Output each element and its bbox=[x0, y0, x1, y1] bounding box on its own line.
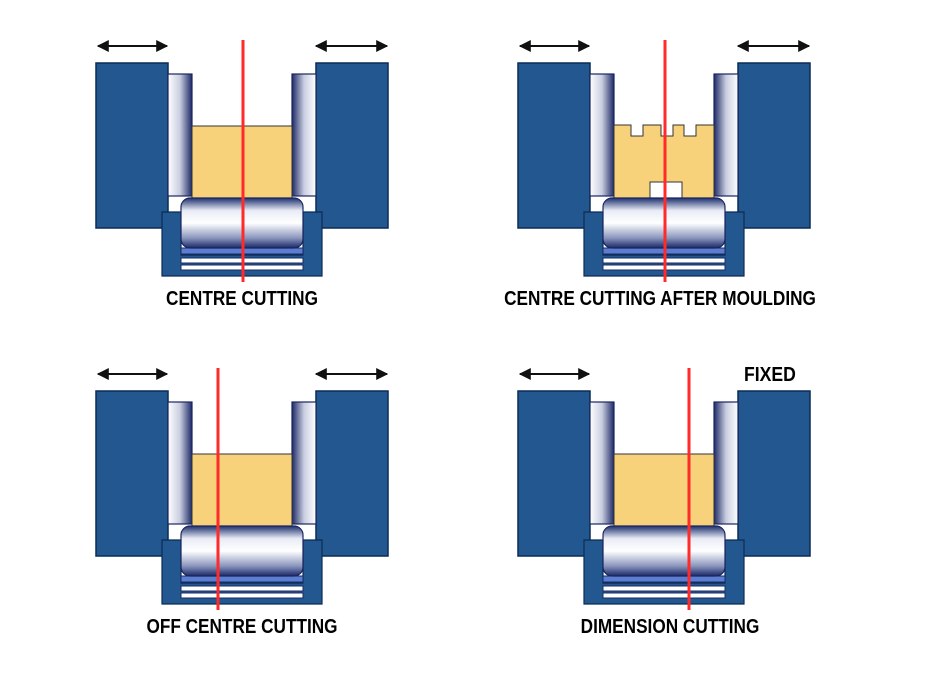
right-jaw bbox=[315, 390, 389, 557]
panel-dimension-cutting bbox=[517, 368, 811, 610]
right-side-roller bbox=[713, 73, 739, 197]
panel-centre-cutting-after-moulding bbox=[517, 40, 811, 282]
caption-off-centre-cutting: OFF CENTRE CUTTING bbox=[146, 616, 338, 638]
fixed-label: FIXED bbox=[744, 364, 796, 386]
main-roller bbox=[180, 525, 304, 577]
left-jaw bbox=[517, 62, 591, 229]
workpiece-block bbox=[191, 453, 293, 527]
right-jaw bbox=[737, 390, 811, 557]
left-side-roller bbox=[589, 73, 615, 197]
tray-rail bbox=[180, 585, 304, 592]
tray-rail bbox=[180, 575, 304, 583]
left-jaw bbox=[95, 390, 169, 557]
caption-centre-cutting-after-moulding: CENTRE CUTTING AFTER MOULDING bbox=[504, 288, 816, 310]
right-side-roller bbox=[291, 73, 317, 197]
left-side-roller bbox=[167, 73, 193, 197]
tray-rail bbox=[602, 585, 726, 592]
right-side-roller bbox=[291, 401, 317, 525]
tray-rail bbox=[602, 575, 726, 583]
right-side-roller bbox=[713, 401, 739, 525]
tray-rail bbox=[180, 592, 304, 599]
tray-rail bbox=[602, 592, 726, 599]
main-roller bbox=[602, 525, 726, 577]
panel-off-centre-cutting bbox=[95, 368, 389, 610]
caption-dimension-cutting: DIMENSION CUTTING bbox=[580, 616, 760, 638]
left-side-roller bbox=[167, 401, 193, 525]
left-jaw bbox=[95, 62, 169, 229]
right-jaw bbox=[315, 62, 389, 229]
left-jaw bbox=[517, 390, 591, 557]
panel-centre-cutting bbox=[95, 40, 389, 282]
right-jaw bbox=[737, 62, 811, 229]
workpiece-block bbox=[613, 453, 715, 527]
caption-centre-cutting: CENTRE CUTTING bbox=[166, 288, 318, 310]
left-side-roller bbox=[589, 401, 615, 525]
